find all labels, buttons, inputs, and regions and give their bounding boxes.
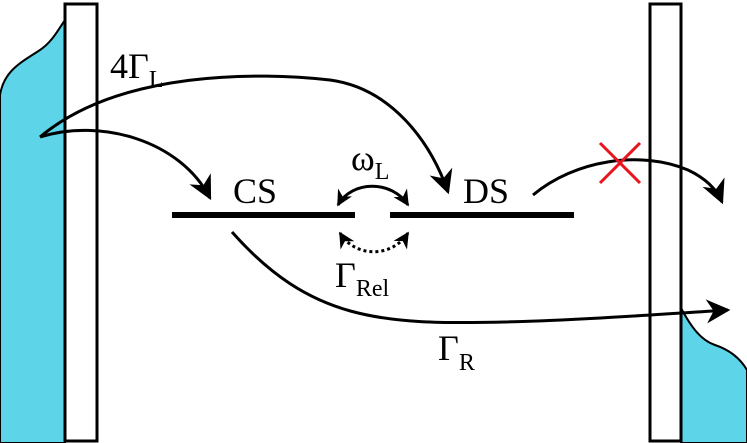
omega-label: ωL (351, 138, 389, 185)
arrow-cs-to-right (230, 231, 731, 325)
arrow-left-to-cs (39, 128, 212, 201)
rate-left-subscript: L (149, 67, 164, 93)
right-barrier (648, 2, 683, 443)
arrow-left-to-ds (39, 74, 453, 195)
gamma-r-symbol: Γ (438, 328, 459, 368)
ds-label: DS (463, 171, 509, 211)
gamma-rel-subscript: Rel (356, 276, 390, 302)
right-reservoir (680, 307, 747, 443)
rate-left-symbol: 4Γ (110, 46, 149, 86)
rate-left-label: 4ΓL (110, 46, 163, 93)
arrow-relaxation (338, 231, 410, 254)
arrow-ds-to-right-blocked (532, 158, 725, 205)
cross-icon (598, 141, 642, 185)
omega-subscript: L (375, 159, 390, 185)
arrow-omega-coupling (336, 184, 410, 207)
gamma-rel-symbol: Γ (335, 255, 356, 295)
left-reservoir (0, 16, 66, 443)
cs-label: CS (233, 171, 277, 211)
gamma-r-subscript: R (459, 350, 475, 376)
gamma-rel-label: ΓRel (335, 255, 389, 302)
omega-symbol: ω (351, 138, 375, 178)
left-barrier (63, 2, 99, 443)
gamma-r-label: ΓR (438, 328, 475, 376)
